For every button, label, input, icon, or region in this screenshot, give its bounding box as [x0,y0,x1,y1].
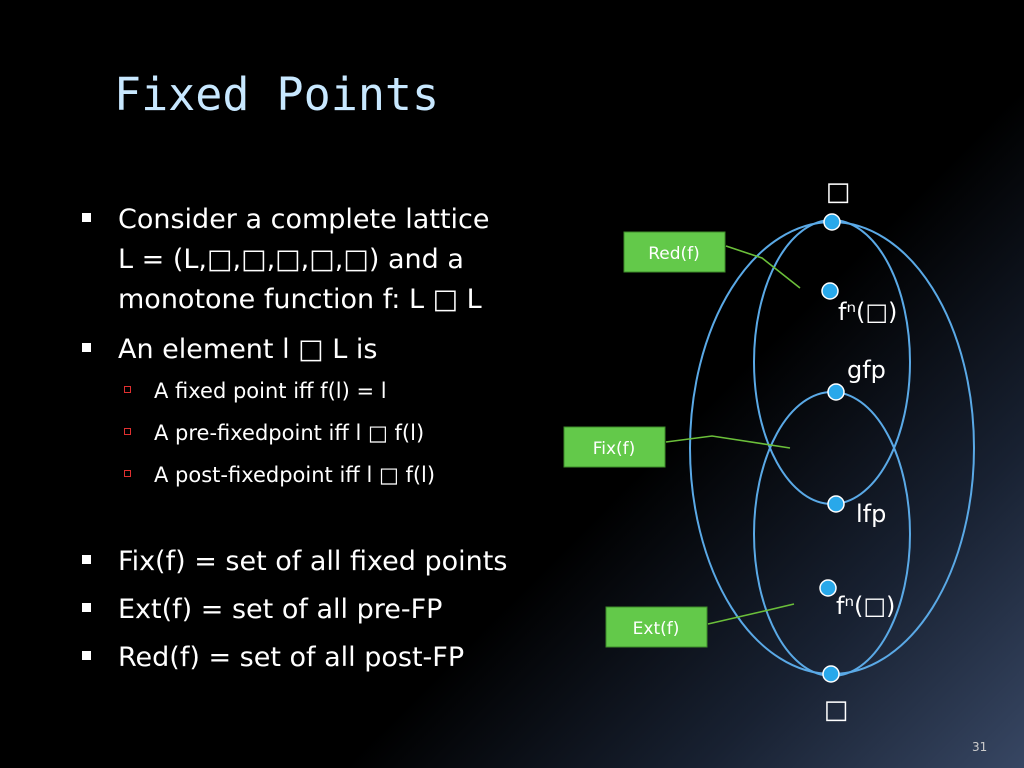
ext-box-label: Ext(f) [633,619,680,639]
sub-bullet-item: A post-fixedpoint iff l □ f(l) [82,454,572,496]
sub-bullet-marker [124,386,131,393]
bullet-marker [82,603,91,612]
bullet-item: Consider a complete lattice L = (L,□,□,□… [82,200,572,320]
gfp-label: gfp [847,356,886,384]
bottom-symbol: □ [824,695,849,725]
bullet-item: An element l □ L is [82,330,572,370]
pre-fp-ellipse [753,391,911,677]
ext-box [605,606,708,648]
bullet-line: An element l □ L is [118,334,378,365]
sub-bullet-item: A pre-fixedpoint iff l □ f(l) [82,412,572,454]
bullet-item: Fix(f) = set of all fixed points [82,542,572,582]
post-fp-ellipse [753,219,911,505]
fn-bottom-label: fⁿ(□) [836,592,895,620]
lfp-node [827,495,845,513]
fix-box-label: Fix(f) [593,439,636,459]
fn-top-label: fⁿ(□) [838,298,897,326]
fn-bottom-node [819,579,837,597]
fn-top-node [821,282,839,300]
bullet-list: Consider a complete lattice L = (L,□,□,□… [82,200,572,678]
sub-bullet-line: A pre-fixedpoint iff l □ f(l) [154,421,425,445]
bullet-line: Fix(f) = set of all fixed points [118,546,508,577]
sub-bullet-marker [124,470,131,477]
bullet-marker [82,213,91,222]
page-number: 31 [972,740,988,754]
bullet-marker [82,343,91,352]
bullet-item: Red(f) = set of all post-FP [82,638,572,678]
bullet-item: Ext(f) = set of all pre-FP [82,590,572,630]
sub-bullet-item: A fixed point iff f(l) = l [82,370,572,412]
red-connector [725,245,801,289]
fix-connector [665,435,791,449]
red-box [623,231,726,273]
bullet-marker [82,555,91,564]
sub-bullet-line: A post-fixedpoint iff l □ f(l) [154,463,436,487]
lfp-label: lfp [856,500,886,528]
ext-connector [707,603,795,625]
top-node [823,213,841,231]
sub-bullet-line: A fixed point iff f(l) = l [154,379,387,403]
slide-title: Fixed Points [114,68,440,121]
bullet-line: Ext(f) = set of all pre-FP [118,594,443,625]
red-box-label: Red(f) [648,244,700,264]
bullet-line: monotone function f: L □ L [118,284,482,315]
top-symbol: □ [826,177,851,207]
fix-box [563,426,666,468]
bullet-line: L = (L,□,□,□,□,□) and a [118,244,464,275]
bullet-line: Consider a complete lattice [118,204,490,235]
bullet-line: Red(f) = set of all post-FP [118,642,465,673]
bottom-node [822,665,840,683]
gfp-node [827,383,845,401]
sub-bullet-marker [124,428,131,435]
bullet-marker [82,651,91,660]
